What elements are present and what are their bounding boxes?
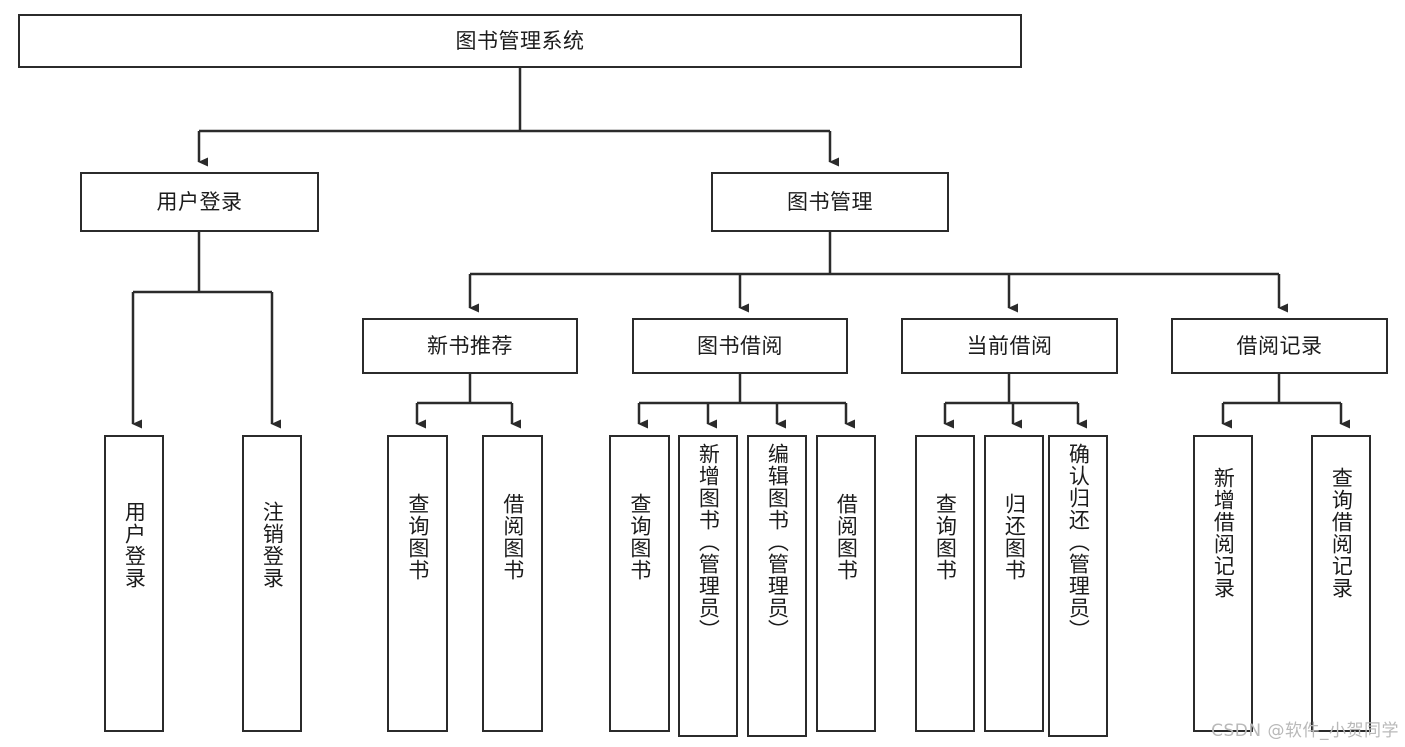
node-borrow-record-label: 借阅记录 bbox=[1236, 333, 1323, 358]
node-current-borrow-label: 当前借阅 bbox=[966, 333, 1053, 358]
node-leaf-borrow-book-2-label: 借阅图书 bbox=[834, 493, 859, 581]
node-leaf-return-book-label: 归还图书 bbox=[1002, 493, 1027, 581]
node-leaf-query-book-3[interactable]: 查询图书 bbox=[915, 435, 975, 732]
watermark-text: CSDN @软件_小贺同学 bbox=[1211, 721, 1399, 741]
node-leaf-add-record-label: 新增借阅记录 bbox=[1211, 467, 1236, 599]
node-leaf-edit-book-label: 编辑图书（管理员） bbox=[765, 443, 790, 641]
node-root[interactable]: 图书管理系统 bbox=[18, 14, 1022, 68]
node-leaf-confirm-return[interactable]: 确认归还（管理员） bbox=[1048, 435, 1108, 737]
node-leaf-query-record-label: 查询借阅记录 bbox=[1329, 467, 1354, 599]
node-book-borrow-label: 图书借阅 bbox=[697, 333, 783, 358]
node-leaf-borrow-book-1[interactable]: 借阅图书 bbox=[482, 435, 543, 732]
node-book-manage-label: 图书管理 bbox=[787, 189, 873, 214]
node-leaf-logout-login[interactable]: 注销登录 bbox=[242, 435, 302, 732]
node-borrow-record[interactable]: 借阅记录 bbox=[1171, 318, 1388, 374]
node-leaf-user-login-label: 用户登录 bbox=[122, 501, 147, 589]
node-leaf-query-book-1-label: 查询图书 bbox=[405, 493, 430, 581]
node-new-book-recommend-label: 新书推荐 bbox=[427, 333, 513, 358]
node-leaf-return-book[interactable]: 归还图书 bbox=[984, 435, 1044, 732]
node-user-login[interactable]: 用户登录 bbox=[80, 172, 319, 232]
node-leaf-confirm-return-label: 确认归还（管理员） bbox=[1066, 443, 1091, 641]
node-book-manage[interactable]: 图书管理 bbox=[711, 172, 949, 232]
node-current-borrow[interactable]: 当前借阅 bbox=[901, 318, 1118, 374]
node-leaf-logout-login-label: 注销登录 bbox=[260, 501, 285, 589]
node-leaf-user-login[interactable]: 用户登录 bbox=[104, 435, 164, 732]
node-leaf-query-book-2[interactable]: 查询图书 bbox=[609, 435, 670, 732]
node-leaf-edit-book[interactable]: 编辑图书（管理员） bbox=[747, 435, 807, 737]
node-leaf-borrow-book-1-label: 借阅图书 bbox=[500, 493, 525, 581]
node-leaf-add-book[interactable]: 新增图书（管理员） bbox=[678, 435, 738, 737]
node-new-book-recommend[interactable]: 新书推荐 bbox=[362, 318, 578, 374]
node-book-borrow[interactable]: 图书借阅 bbox=[632, 318, 848, 374]
node-leaf-query-book-2-label: 查询图书 bbox=[627, 493, 652, 581]
node-leaf-add-record[interactable]: 新增借阅记录 bbox=[1193, 435, 1253, 732]
node-root-label: 图书管理系统 bbox=[455, 28, 585, 53]
node-leaf-query-book-1[interactable]: 查询图书 bbox=[387, 435, 448, 732]
node-leaf-query-book-3-label: 查询图书 bbox=[933, 493, 958, 581]
node-user-login-label: 用户登录 bbox=[156, 189, 243, 214]
node-leaf-borrow-book-2[interactable]: 借阅图书 bbox=[816, 435, 876, 732]
node-leaf-query-record[interactable]: 查询借阅记录 bbox=[1311, 435, 1371, 732]
node-leaf-add-book-label: 新增图书（管理员） bbox=[696, 443, 721, 641]
